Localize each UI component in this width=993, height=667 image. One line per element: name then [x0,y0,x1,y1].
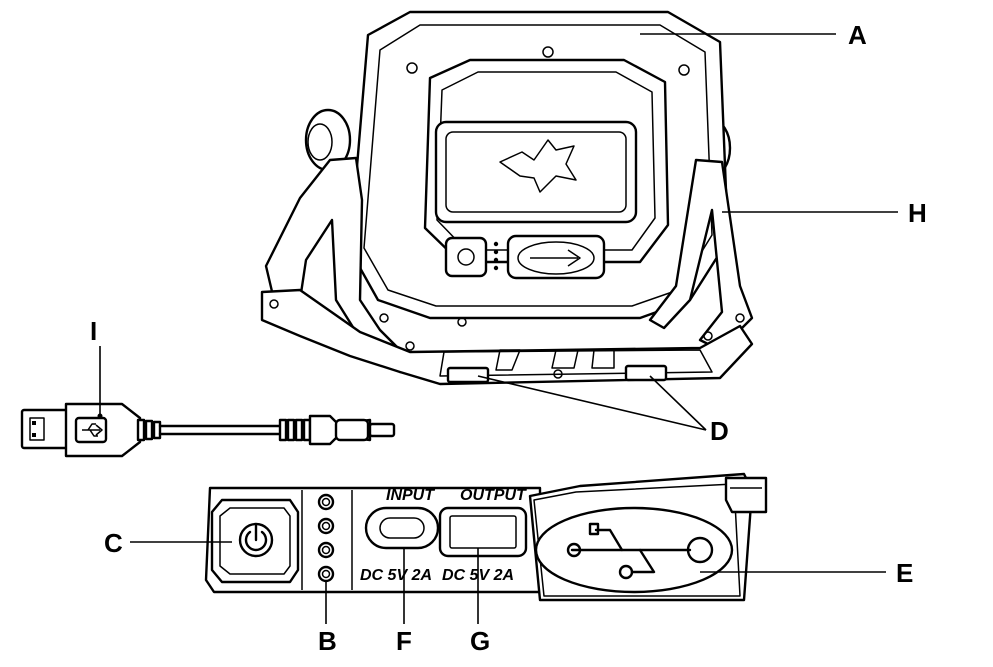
battery-indicator-leds [317,493,335,583]
callout-c: C [104,528,123,558]
callout-a: A [848,20,867,50]
input-label: INPUT [386,487,435,504]
left-hinge-knob [304,108,352,172]
right-stand-arm [648,158,754,352]
input-port[interactable] [364,506,440,550]
leader-lines [97,33,898,624]
callout-labels: A H I D C B F G E [90,20,927,656]
logo-icon [499,139,577,193]
output-port[interactable] [438,506,528,558]
usb-cable [20,402,396,458]
left-stand-arm [264,156,412,374]
callout-e: E [896,558,913,588]
work-light [260,10,754,386]
input-rating: DC 5V 2A [360,567,432,584]
usb-icon [82,423,103,437]
light-head [348,10,730,327]
callout-f: F [396,626,412,656]
callout-h: H [908,198,927,228]
light-base [260,288,754,386]
callout-b: B [318,626,337,656]
usb-icon [566,522,714,580]
callout-i: I [90,316,97,346]
callout-d: D [710,416,729,446]
control-panel: INPUT OUTPUT DC 5V 2A DC 5V 2A [204,472,768,602]
callout-g: G [470,626,490,656]
power-icon [244,524,268,552]
port-cover[interactable] [528,472,768,602]
power-button[interactable] [210,498,300,584]
output-label: OUTPUT [460,487,527,504]
